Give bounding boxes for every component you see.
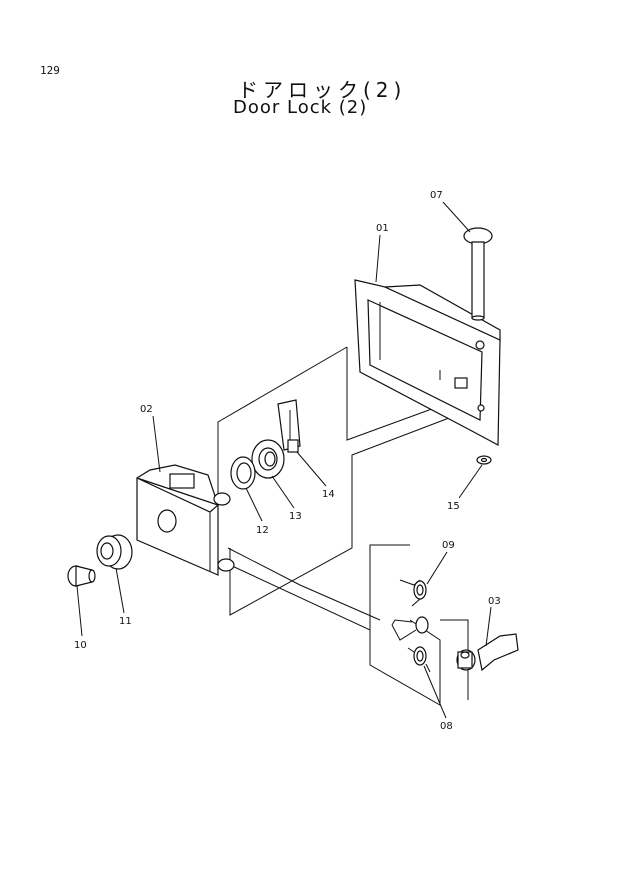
- page-number: 129: [40, 64, 60, 77]
- part-10-screw: [67, 565, 96, 587]
- callout-14: 14: [322, 489, 335, 500]
- part-14-bracket: [277, 399, 301, 453]
- page-title-english: Door Lock (2): [233, 97, 368, 118]
- part-07-pin: [463, 227, 493, 321]
- part-01-lock-housing: [354, 279, 501, 446]
- part-13-nut: [251, 439, 285, 479]
- callout-09: 09: [442, 540, 455, 551]
- callout-13: 13: [289, 511, 302, 522]
- part-08-spring: [407, 646, 431, 673]
- callout-02: 02: [140, 404, 153, 415]
- callout-03: 03: [488, 596, 501, 607]
- part-12-ring: [230, 456, 256, 490]
- part-09-spring: [391, 579, 429, 641]
- assembly-guide-lines: [217, 346, 471, 706]
- leader-lines: [76, 201, 492, 719]
- callout-10: 10: [74, 640, 87, 651]
- callout-08: 08: [440, 721, 453, 732]
- part-02-lock-body: [136, 464, 235, 576]
- page-title-japanese: ドアロック(2): [238, 78, 407, 102]
- callout-12: 12: [256, 525, 269, 536]
- callout-07: 07: [430, 190, 443, 201]
- callout-01: 01: [376, 223, 389, 234]
- callout-15: 15: [447, 501, 460, 512]
- part-15-washer: [476, 455, 492, 465]
- callout-labels: 01 02 03 07 08 09 10 11 12 13 14 15: [74, 190, 501, 732]
- part-11-cylinder: [96, 534, 133, 570]
- part-03-latch-lever: [456, 633, 519, 672]
- callout-11: 11: [119, 616, 132, 627]
